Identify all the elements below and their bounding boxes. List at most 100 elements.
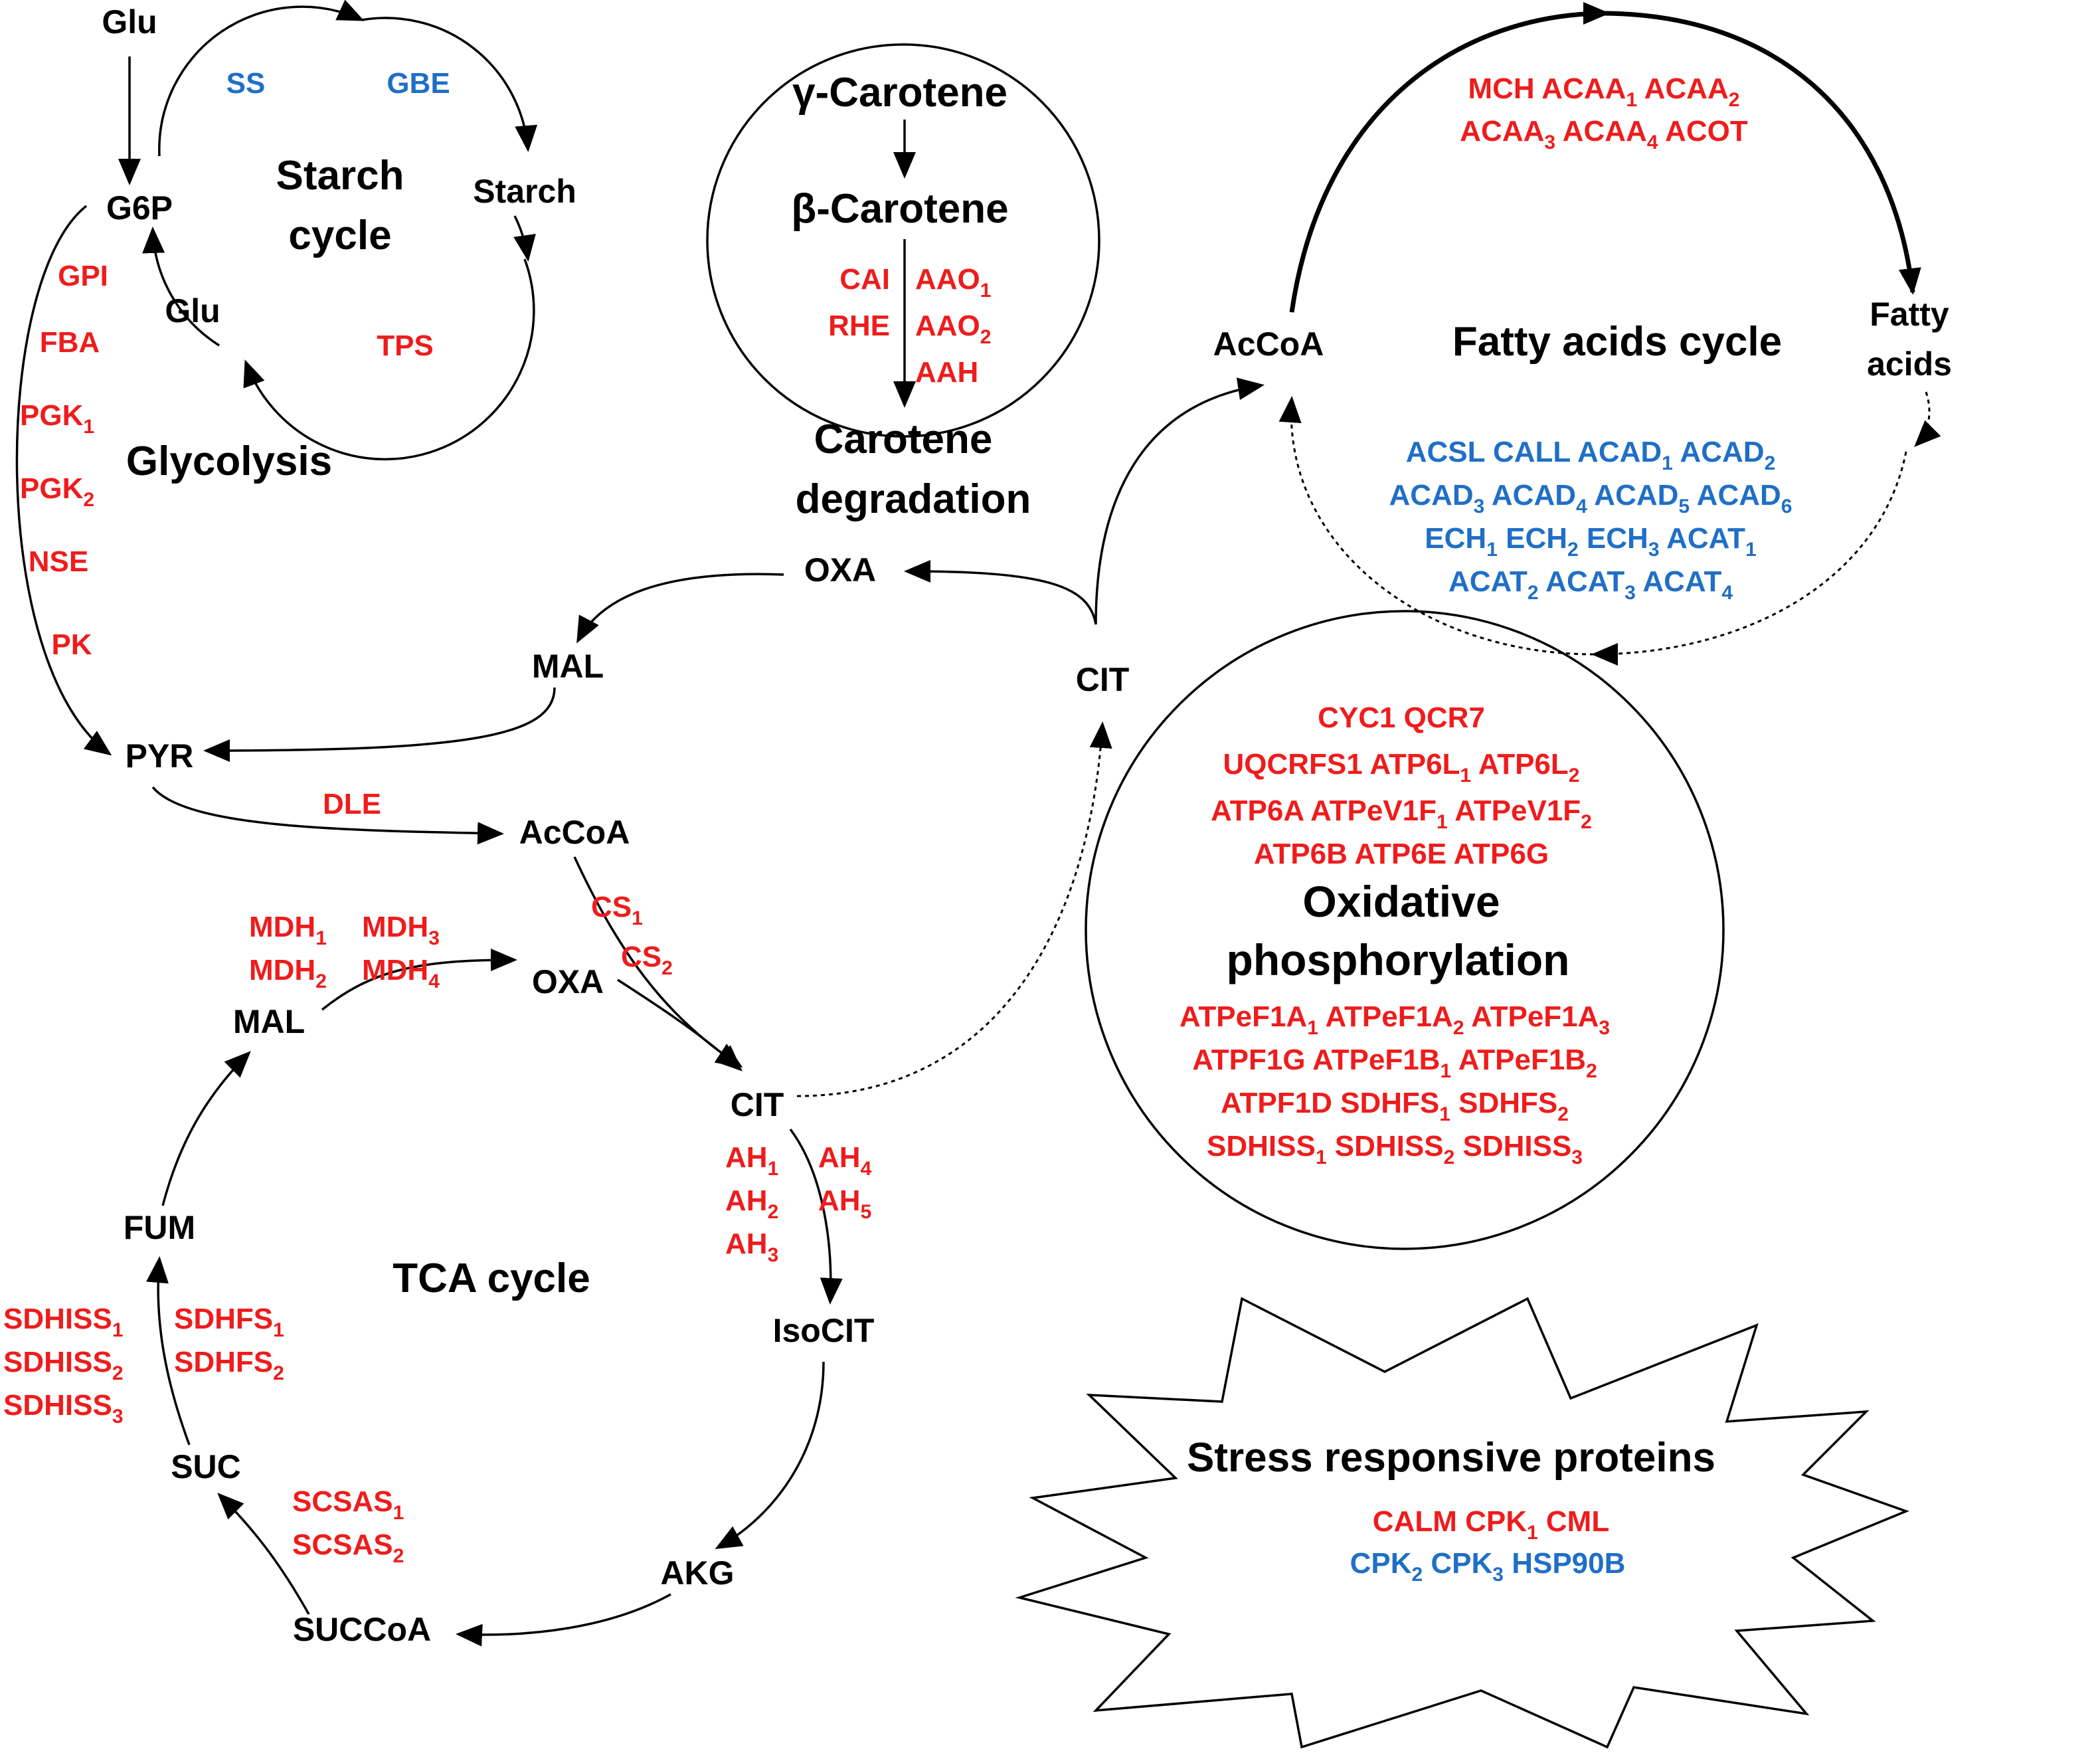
glycolysis-arc [15, 205, 112, 756]
suc-to-fum-arrow [146, 1256, 191, 1445]
carotene-degradation: γ-Carotene β-Carotene CAI RHE AAO1 AAO2 … [706, 43, 1100, 522]
oxa-to-mal-arrow [576, 573, 784, 644]
cit-to-fatty-accoa-arrow [1094, 377, 1265, 625]
enzyme-rhe: RHE [828, 310, 890, 342]
fatty-red-row-2: ACAA3 ACAA4 ACOT [1460, 115, 1748, 153]
gamma-carotene-label: γ-Carotene [792, 70, 1007, 116]
mal-top-label: MAL [532, 648, 604, 685]
enzyme-sdhiss2: SDHISS2 [3, 1346, 124, 1384]
enzyme-sdhiss1: SDHISS1 [3, 1303, 124, 1341]
enzyme-sdhiss3: SDHISS3 [3, 1389, 124, 1428]
stress-blue-row: CPK2 CPK3 HSP90B [1350, 1547, 1626, 1586]
fatty-acids-label-line1: Fatty [1870, 296, 1949, 333]
cit-to-isocit-arrow [789, 1128, 843, 1305]
beta-carotene-label: β-Carotene [791, 186, 1008, 232]
starch-cycle-arc-left [142, 227, 220, 347]
glycolysis: GPI FBA PGK1 PGK2 NSE PK Glycolysis [15, 205, 332, 756]
fatty-cycle-arc-left [1278, 396, 1595, 656]
accoa-mid-label: AcCoA [519, 814, 630, 851]
tca-akg-label: AKG [660, 1554, 734, 1592]
oxa-to-cit-arrow [617, 978, 743, 1071]
oxphos-top-row-1: CYC1 QCR7 [1318, 701, 1485, 734]
cit-tca-to-cit-right-dashed [796, 721, 1112, 1097]
oxphos-top-row-3: ATP6A ATPeV1F1 ATPeV1F2 [1211, 794, 1592, 833]
starch-cycle-title-line2: cycle [288, 213, 391, 258]
isocit-to-akg-arrow [715, 1361, 825, 1549]
fatty-acids-cycle: AcCoA Fatty acids Fatty acids cycle MCH … [1213, 2, 1952, 666]
fatty-acids-cycle-title: Fatty acids cycle [1452, 319, 1782, 365]
oxphos-bottom-row-3: ATPF1D SDHFS1 SDHFS2 [1221, 1087, 1569, 1125]
enzyme-scsas2: SCSAS2 [292, 1529, 404, 1567]
enzyme-ah3: AH3 [725, 1228, 778, 1266]
glycolysis-title: Glycolysis [126, 438, 332, 484]
oxphos-bottom-row-4: SDHISS1 SDHISS2 SDHISS3 [1207, 1130, 1583, 1168]
fatty-cycle-arc-top-left [1289, 2, 1610, 313]
mal-to-pyr-arrow [203, 687, 556, 762]
enzyme-nse: NSE [29, 545, 88, 578]
enzyme-mdh4: MDH4 [362, 954, 440, 992]
enzyme-ah4: AH4 [818, 1141, 872, 1180]
tca-isocit-label: IsoCIT [773, 1312, 875, 1349]
starch-cycle-arc-right-bottom [513, 215, 536, 262]
fatty-acids-label-line2: acids [1867, 345, 1952, 383]
fatty-blue-row-1: ACSL CALL ACAD1 ACAD2 [1406, 436, 1776, 474]
starch-cycle: Glu G6P Starch Glu Starch cycle SS GBE T… [102, 0, 576, 461]
cit-to-oxa-arrow [904, 560, 1097, 625]
enzyme-ss: SS [226, 67, 266, 100]
enzyme-dle: DLE [323, 788, 381, 820]
enzyme-fba: FBA [40, 326, 100, 359]
tca-succoa-label: SUCCoA [293, 1611, 431, 1648]
fatty-cycle-arc-bottom [1591, 451, 1907, 666]
starch-cycle-title-line1: Starch [276, 153, 404, 199]
enzyme-cai: CAI [839, 263, 890, 296]
enzyme-sdhfs2: SDHFS2 [174, 1346, 284, 1384]
tca-cit-label: CIT [731, 1086, 784, 1123]
carotene-title-line2: degradation [796, 476, 1031, 522]
fum-to-mal-arrow [161, 1051, 251, 1206]
enzyme-aao2: AAO2 [915, 310, 991, 348]
oxphos-top-row-2: UQCRFS1 ATP6L1 ATP6L2 [1223, 748, 1580, 787]
oxa-top-label: OXA [804, 551, 876, 589]
tca-suc-label: SUC [171, 1448, 241, 1485]
enzyme-mdh1: MDH1 [249, 911, 327, 949]
stress-responsive-proteins: Stress responsive proteins CALM CPK1 CML… [1015, 1297, 1909, 1749]
enzyme-gbe: GBE [387, 67, 450, 100]
starch-cycle-arc-top [158, 0, 365, 157]
stress-red-row: CALM CPK1 CML [1373, 1505, 1609, 1544]
succoa-to-suc-arrow [217, 1493, 310, 1615]
pyr-to-accoa-arrow [151, 786, 504, 845]
enzyme-pgk1: PGK1 [20, 399, 94, 438]
enzyme-mdh2: MDH2 [249, 954, 327, 992]
enzyme-mdh3: MDH3 [362, 911, 440, 949]
tca-cycle-title: TCA cycle [393, 1255, 590, 1301]
enzyme-sdhfs1: SDHFS1 [174, 1303, 284, 1341]
fatty-blue-row-3: ECH1 ECH2 ECH3 ACAT1 [1425, 522, 1756, 561]
starch-cycle-arc-bottom [243, 258, 535, 461]
enzyme-tps: TPS [377, 329, 434, 362]
akg-to-succoa-arrow [456, 1593, 671, 1647]
oxphos-bottom-row-2: ATPF1G ATPeF1B1 ATPeF1B2 [1192, 1044, 1597, 1082]
fatty-cycle-arc-right [1914, 391, 1941, 447]
fatty-blue-row-2: ACAD3 ACAD4 ACAD5 ACAD6 [1389, 479, 1793, 517]
mal-to-oxa-arrow [321, 949, 517, 1011]
oxidative-phosphorylation: CYC1 QCR7 UQCRFS1 ATP6L1 ATP6L2 ATP6A AT… [1085, 610, 1725, 1250]
cit-right-label: CIT [1076, 661, 1130, 698]
carotene-circle [706, 43, 1100, 438]
starch-label: Starch [473, 173, 576, 210]
tca-mal-label: MAL [233, 1003, 305, 1040]
enzyme-gpi: GPI [58, 260, 108, 292]
pyr-label: PYR [126, 737, 194, 775]
stress-title: Stress responsive proteins [1187, 1435, 1715, 1481]
oxphos-circle [1085, 610, 1725, 1250]
glu-top-label: Glu [102, 3, 157, 41]
fatty-accoa-label: AcCoA [1213, 325, 1324, 363]
carotene-title-line1: Carotene [814, 417, 993, 462]
enzyme-scsas1: SCSAS1 [292, 1485, 404, 1524]
fatty-cycle-arc-top-right [1600, 11, 1921, 295]
fatty-red-row-1: MCH ACAA1 ACAA2 [1468, 72, 1740, 111]
tca-cycle: TCA cycle OXA MAL CIT IsoCIT AKG SUCCoA … [3, 911, 874, 1648]
enzyme-aah: AAH [915, 356, 978, 389]
enzyme-ah5: AH5 [818, 1184, 871, 1223]
g6p-label: G6P [106, 189, 173, 227]
